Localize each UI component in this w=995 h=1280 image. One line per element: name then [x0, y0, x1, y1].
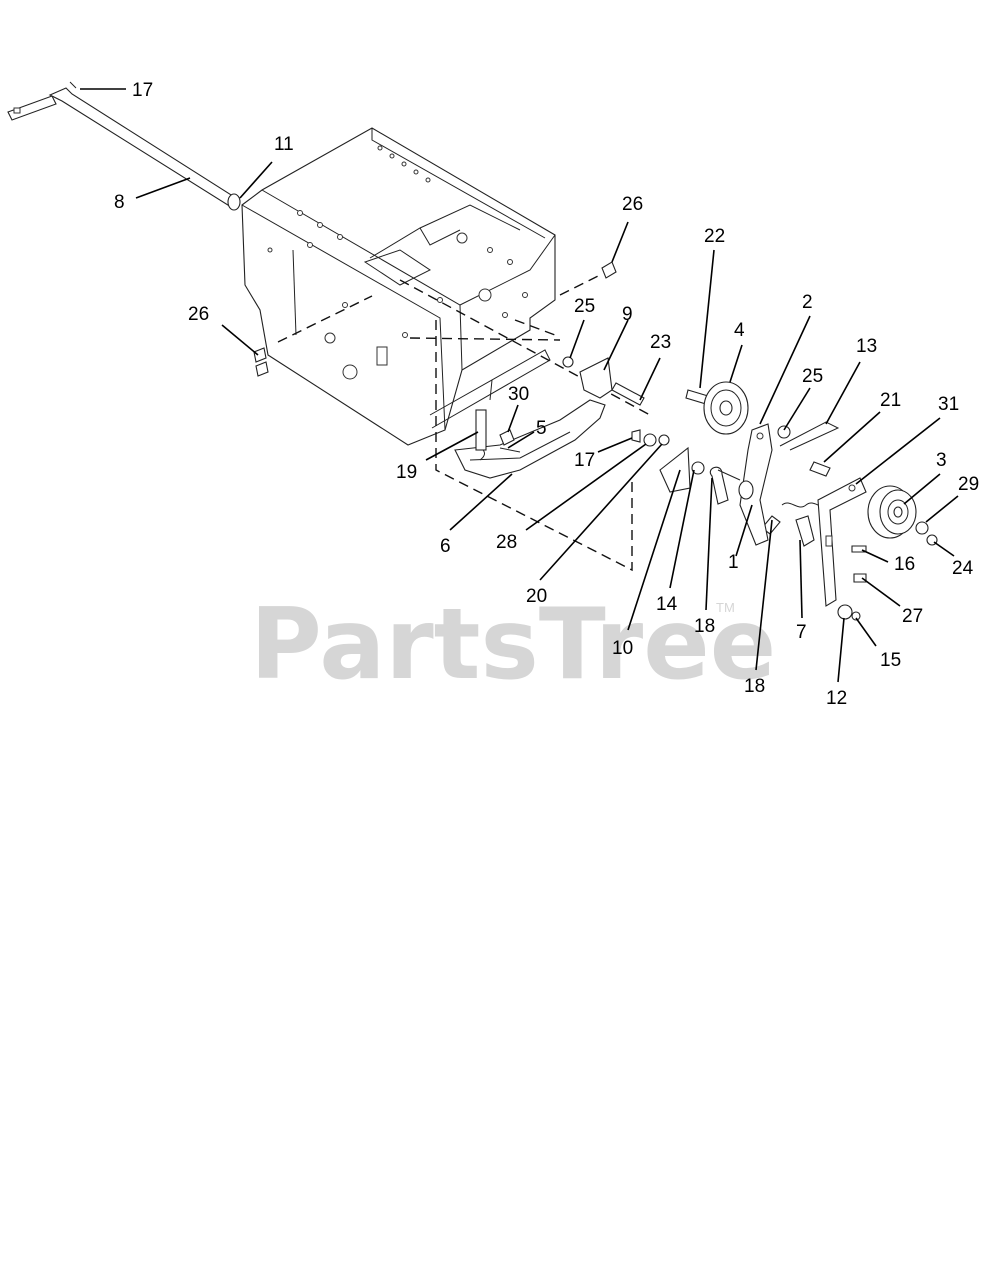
callout-20: 20	[526, 586, 547, 607]
shift-rod	[7, 81, 241, 211]
callout-15: 15	[880, 650, 901, 671]
leader-lines	[80, 88, 959, 683]
watermark-trademark: TM	[716, 600, 735, 615]
lever-bracket	[738, 423, 773, 546]
callout-28: 28	[496, 532, 517, 553]
callout-8: 8	[114, 192, 125, 213]
callout-labels: 17 11 8 26 26 22 2 25 9 4 23 13 25 21 31…	[114, 80, 979, 709]
callout-14: 14	[656, 594, 678, 615]
callout-9: 9	[622, 304, 633, 325]
callout-22: 22	[704, 226, 725, 247]
callout-16: 16	[894, 554, 915, 575]
idler-arm	[454, 399, 606, 479]
bracket-plate	[817, 477, 867, 607]
callout-4: 4	[734, 320, 745, 341]
callout-18: 18	[744, 676, 765, 697]
callout-13: 13	[856, 336, 877, 357]
callout-27: 27	[902, 606, 923, 627]
callout-3: 3	[936, 450, 947, 471]
callout-17: 17	[574, 450, 595, 471]
callout-19: 19	[396, 462, 417, 483]
callout-1: 1	[728, 552, 739, 573]
callout-29: 29	[958, 474, 979, 495]
callout-6: 6	[440, 536, 451, 557]
callout-26: 26	[622, 194, 643, 215]
upper-pulley	[703, 381, 749, 435]
callout-12: 12	[826, 688, 847, 709]
callout-25: 25	[574, 296, 595, 317]
callout-31: 31	[938, 394, 959, 415]
callout-7: 7	[796, 622, 807, 643]
callout-2: 2	[802, 292, 813, 313]
lower-pulley	[867, 485, 917, 539]
callout-17: 17	[132, 80, 153, 101]
callout-24: 24	[952, 558, 974, 579]
callout-26: 26	[188, 304, 209, 325]
alignment-lines	[277, 274, 651, 572]
callout-18: 18	[694, 616, 715, 637]
callout-30: 30	[508, 384, 529, 405]
callout-11: 11	[274, 134, 294, 155]
callout-23: 23	[650, 332, 671, 353]
callout-10: 10	[612, 638, 633, 659]
spring	[475, 379, 493, 461]
callout-5: 5	[536, 418, 547, 439]
watermark-text: PartsTree	[250, 588, 776, 702]
callout-21: 21	[880, 390, 901, 411]
callout-25: 25	[802, 366, 823, 387]
